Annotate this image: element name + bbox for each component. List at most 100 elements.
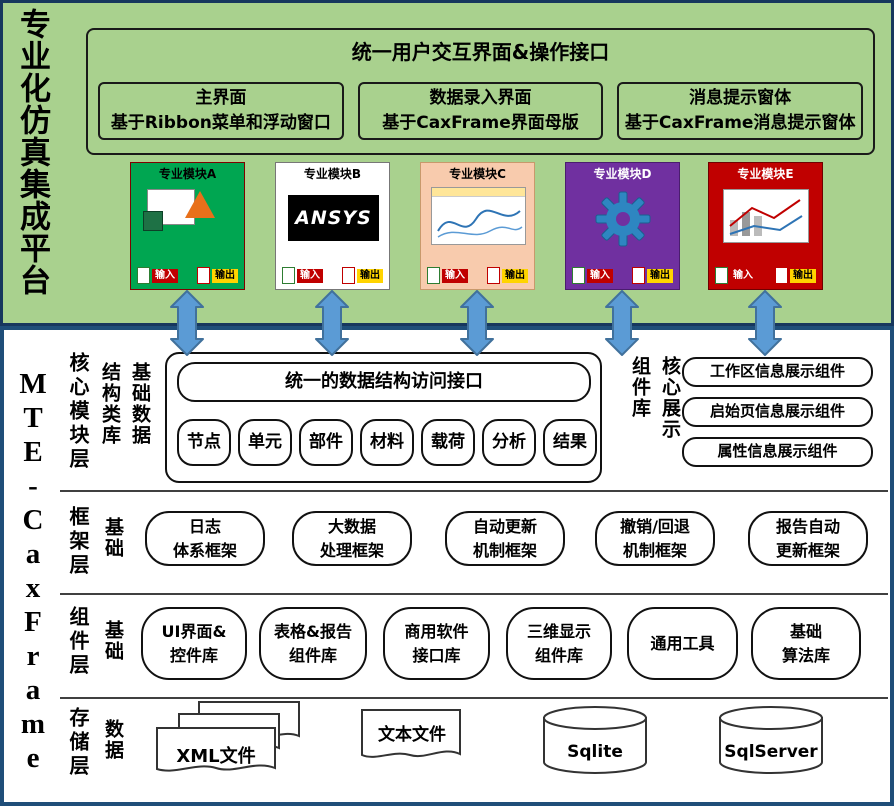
display-group-label: 组件库 核心展示 [627,356,684,440]
box-line1: 表格&报告 [274,622,352,642]
xml-files-label: XML文件 [176,746,256,767]
box-line2: 处理框架 [319,540,384,560]
startpage-info-display-box: 启始页信息展示组件 [682,397,873,427]
ui-control-library-box: UI界面& 控件库 [141,607,247,680]
flow-arrow-c [460,290,494,356]
module-a: 专业模块A 输入 输出 [130,162,245,290]
data-box-node: 节点 [177,419,231,466]
box-line2: 机制框架 [472,540,537,560]
sqlite-label: Sqlite [567,742,623,762]
module-e-label: 专业模块E [737,167,794,181]
input-doc-icon [572,267,585,284]
flow-arrow-d [605,290,639,356]
output-badge: 输出 [790,268,816,283]
core-layer-label: 核心模块层 [66,352,90,472]
box-line1: 三维显示 [526,622,591,642]
excel-icon [143,211,163,231]
input-doc-icon [715,267,728,284]
group-label-right-col: 基础数据 [129,362,151,446]
ui-card-main-interface: 主界面 基于Ribbon菜单和浮动窗口 [98,82,344,140]
box-line2: 组件库 [534,645,583,665]
sqlite-cylinder [543,706,647,774]
text-file-shape [361,709,461,758]
output-badge: 输出 [502,268,528,283]
box-line1: 通用工具 [650,633,715,653]
input-badge: 输入 [587,268,613,283]
module-c-label: 专业模块C [449,167,506,181]
box-line1: 大数据 [327,517,376,537]
box-line2: 组件库 [288,645,337,665]
flow-arrow-e [748,290,782,356]
output-doc-icon [487,267,500,284]
layer-separator-1 [60,490,888,492]
workbench-titlebar [432,188,525,197]
box-line2: 接口库 [412,645,461,665]
display3d-library-box: 三维显示 组件库 [506,607,612,680]
layer-separator-2 [60,593,888,595]
output-doc-icon [342,267,355,284]
output-group: 输出 [197,267,238,284]
core-layer-group-label: 结构类库 基础数据 [97,362,154,446]
group-label-left-col: 结构类库 [99,362,121,446]
output-badge: 输出 [357,268,383,283]
input-badge: 输入 [730,268,756,283]
module-c-io-row: 输入 输出 [427,267,528,284]
output-doc-icon [197,267,210,284]
basic-algorithm-library-box: 基础 算法库 [751,607,861,680]
text-file-label: 文本文件 [378,725,446,745]
module-b-io-row: 输入 输出 [282,267,383,284]
box-line2: 控件库 [169,645,218,665]
general-tools-box: 通用工具 [627,607,738,680]
box-line2: 体系框架 [172,540,237,560]
box-line2: 算法库 [781,645,830,665]
module-d: 专业模块D 输入 输出 [565,162,680,290]
output-badge: 输出 [647,268,673,283]
box-line1: UI界面& [161,622,227,642]
gear-icon [595,191,651,247]
layer-separator-3 [60,697,888,699]
module-e: 专业模块E 输入 输出 [708,162,823,290]
module-a-label: 专业模块A [158,167,217,181]
display-label-right-col: 核心展示 [659,356,681,440]
table-report-library-box: 表格&报告 组件库 [259,607,367,680]
data-box-part: 部件 [299,419,353,466]
output-group: 输出 [342,267,383,284]
autoupdate-framework-box: 自动更新 机制框架 [445,511,565,566]
data-access-interface-box: 统一的数据结构访问接口 [177,362,591,402]
xml-files-shape [156,701,300,772]
input-group: 输入 [282,267,323,284]
ui-card-line1: 数据录入界面 [429,87,532,108]
workbench-screenshot [431,187,526,245]
input-badge: 输入 [442,268,468,283]
unified-ui-title: 统一用户交互界面&操作接口 [351,40,610,64]
ui-card-message-window: 消息提示窗体 基于CaxFrame消息提示窗体 [617,82,864,140]
flow-diagram-lines [437,209,523,238]
box-line2: 更新框架 [775,540,840,560]
ui-card-line1: 主界面 [195,87,247,108]
box-line2: 机制框架 [622,540,687,560]
output-doc-icon [775,267,788,284]
component-layer-label: 组件层 [66,606,90,678]
input-group: 输入 [715,267,756,284]
input-badge: 输入 [297,268,323,283]
input-doc-icon [137,267,150,284]
ui-card-line1: 消息提示窗体 [689,87,792,108]
storage-layer-label: 存储层 [66,707,90,779]
ui-cards-row: 主界面 基于Ribbon菜单和浮动窗口 数据录入界面 基于CaxFrame界面母… [98,82,864,140]
component-layer-group-label: 基础 [102,620,124,662]
display-label-left-col: 组件库 [629,356,651,419]
storage-layer-group-label: 数据 [102,719,124,761]
input-group: 输入 [572,267,613,284]
input-doc-icon [282,267,295,284]
input-badge: 输入 [152,268,178,283]
input-group: 输入 [427,267,468,284]
property-info-display-box: 属性信息展示组件 [682,437,873,467]
ui-card-data-entry: 数据录入界面 基于CaxFrame界面母版 [357,82,604,140]
frame-layer-label: 框架层 [66,506,90,578]
input-doc-icon [427,267,440,284]
ui-card-line2: 基于CaxFrame消息提示窗体 [624,113,856,133]
bigdata-framework-box: 大数据 处理框架 [292,511,412,566]
matlab-logo-icon [185,191,215,218]
output-group: 输出 [632,267,673,284]
